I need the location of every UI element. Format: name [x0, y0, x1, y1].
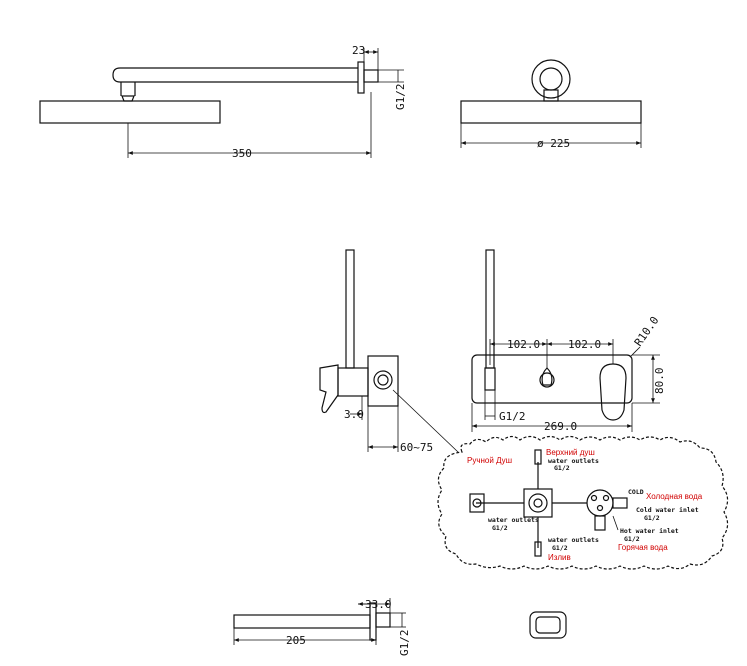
label-cold-en: Cold water inlet	[636, 506, 699, 514]
outlet-circle	[373, 370, 393, 390]
cold-inlet	[612, 497, 628, 509]
flange-inner	[539, 67, 563, 91]
hot-inlet	[594, 515, 606, 531]
label-bottom-ru: Излив	[548, 553, 571, 562]
dim-102-right: 102.0	[568, 338, 601, 351]
label-left-thread: G1/2	[492, 524, 508, 532]
box-side	[367, 355, 399, 407]
dim-60-75: 60~75	[400, 441, 433, 454]
dim-r10: R10.0	[632, 314, 662, 349]
lever-side	[319, 364, 339, 414]
dim-g12-valve: G1/2	[499, 410, 526, 423]
detail-cloud	[437, 435, 729, 570]
label-cold-thread: G1/2	[644, 514, 660, 522]
dim-33: 33.0	[365, 598, 392, 611]
flange-outer	[531, 59, 571, 99]
spout-side-view: 33.0 205 G1/2	[233, 598, 411, 657]
label-hot-thread: G1/2	[624, 535, 640, 543]
dim-269: 269.0	[544, 420, 577, 433]
valve-plate	[471, 354, 633, 404]
diverter-knob	[541, 367, 553, 386]
top-outlet	[534, 449, 542, 465]
mixer-lever	[599, 363, 627, 421]
shower-head-side-view: 350 23 G1/2	[39, 44, 407, 160]
hose-outlet	[484, 367, 496, 391]
wall-flange	[357, 61, 365, 94]
arm-front	[543, 89, 559, 102]
label-left-ru: Ручной Душ	[467, 456, 512, 465]
dim-23: 23	[352, 44, 365, 57]
shower-head-joint	[121, 95, 135, 102]
shower-head-plate	[39, 100, 221, 124]
dim-205: 205	[286, 634, 306, 647]
shower-head-plate-front	[460, 100, 642, 124]
shower-arm	[112, 67, 358, 96]
mixer-cartridge	[586, 489, 614, 517]
dim-102-left: 102.0	[507, 338, 540, 351]
dim-diameter: ø 225	[537, 137, 570, 150]
valve-side-view: 3.0 60~75	[319, 249, 459, 454]
dim-g12-head: G1/2	[394, 84, 407, 111]
dim-3: 3.0	[344, 408, 364, 421]
label-bottom-thread: G1/2	[552, 544, 568, 552]
spout-connector	[375, 612, 391, 628]
valve-front-view: 102.0 102.0 R10.0 80.0 269.0 G1/2	[471, 249, 666, 433]
wall-connector	[363, 69, 379, 83]
dim-350: 350	[232, 147, 252, 160]
label-left-en: water outlets	[488, 516, 539, 524]
spout-body	[233, 614, 371, 629]
spout-front-inner	[535, 616, 561, 634]
left-outlet	[469, 493, 485, 513]
spout-front-view	[529, 611, 567, 639]
valve-detail-callout: Верхний душ water outlets G1/2 Ручной Ду…	[437, 435, 729, 570]
label-top-thread: G1/2	[554, 464, 570, 472]
label-cold-tag: COLD	[628, 488, 644, 496]
label-bottom-en: water outlets	[548, 536, 599, 544]
spout-front-outer	[529, 611, 567, 639]
label-hot-en: Hot water inlet	[620, 527, 679, 535]
label-top-en: water outlets	[548, 457, 599, 465]
dim-80: 80.0	[653, 368, 666, 395]
label-top-ru: Верхний душ	[546, 448, 595, 457]
slide-rail-side	[345, 249, 355, 369]
dim-g12-spout: G1/2	[398, 630, 411, 657]
valve-body-side	[337, 367, 369, 397]
bottom-outlet	[534, 541, 542, 557]
label-cold-ru: Холодная вода	[646, 492, 703, 501]
shower-head-front-view: ø 225	[460, 59, 642, 150]
label-hot-ru: Горячая вода	[618, 543, 668, 552]
valve-cartridge-box	[523, 488, 553, 518]
